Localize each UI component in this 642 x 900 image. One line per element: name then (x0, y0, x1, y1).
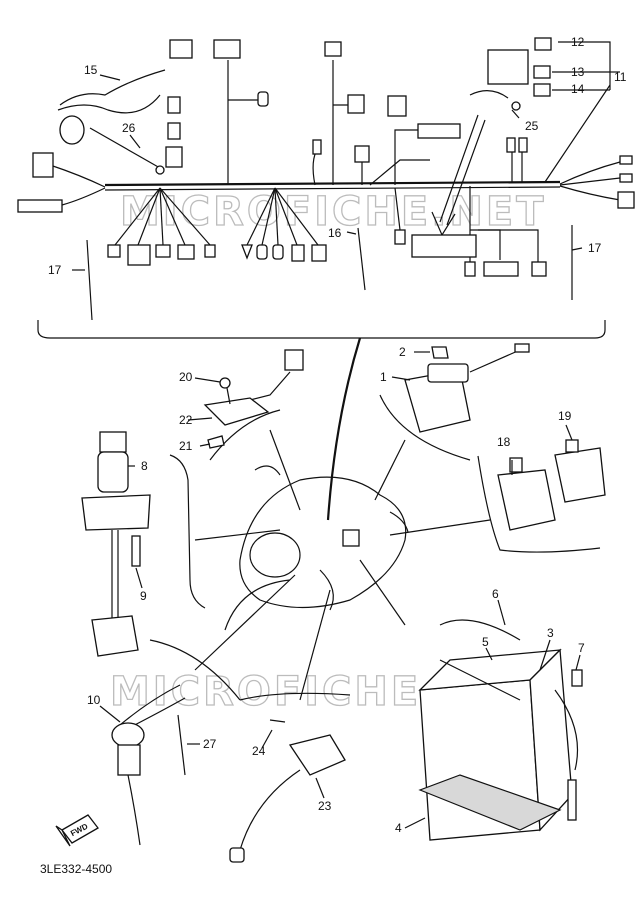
wire-harness (49, 60, 621, 262)
callout-26: 25 (525, 119, 539, 133)
callout-18: 26 (122, 121, 136, 135)
small-harness-parts (57, 37, 573, 321)
harness-connectors (17, 39, 635, 277)
callout-25: 24 (252, 744, 266, 758)
callout-6: 6 (492, 587, 499, 601)
callout-17-right: 17 (588, 241, 602, 255)
part-starter-relay (404, 343, 530, 433)
callout-24: 23 (318, 799, 332, 813)
callout-4: 4 (395, 821, 402, 835)
callout-19: 18 (497, 435, 511, 449)
callout-8: 8 (141, 459, 148, 473)
callout-5: 5 (482, 635, 489, 649)
callout-13: 13 (571, 65, 585, 79)
part-sensor-24 (229, 719, 346, 863)
harness-bracket (37, 320, 606, 339)
callout-9: 9 (140, 589, 147, 603)
callout-labels: 12 13 14 11 15 26 25 16 17 17 2 1 20 22 … (48, 35, 627, 835)
callout-7: 7 (578, 641, 585, 655)
callout-2: 2 (399, 345, 406, 359)
callout-16: 16 (328, 226, 342, 240)
callout-22: 21 (179, 439, 193, 453)
callout-23: 22 (179, 413, 193, 427)
callout-12: 12 (571, 35, 585, 49)
callout-15: 15 (84, 63, 98, 77)
callout-14: 14 (571, 82, 585, 96)
pointer-lines (149, 337, 601, 701)
part-neutral-switch (111, 684, 186, 846)
callout-17-left: 17 (48, 263, 62, 277)
part-main-switch (81, 431, 151, 657)
part-battery (418, 619, 583, 841)
callout-10: 10 (87, 693, 101, 707)
fwd-arrow: FWD (55, 814, 99, 847)
part-bracket-21-23 (203, 349, 304, 449)
motorcycle-outline (224, 465, 409, 631)
callout-11: 11 (614, 70, 627, 84)
part-relays-19-20 (497, 439, 606, 531)
leader-lines (72, 41, 620, 829)
callout-27: 27 (203, 737, 217, 751)
callout-20: 19 (558, 409, 572, 423)
callout-1: 1 (380, 370, 387, 384)
callout-3: 3 (547, 626, 554, 640)
diagram-code: 3LE332-4500 (40, 862, 112, 876)
callout-21: 20 (179, 370, 193, 384)
watermark-top: MICROFICHE.NET (120, 189, 547, 235)
